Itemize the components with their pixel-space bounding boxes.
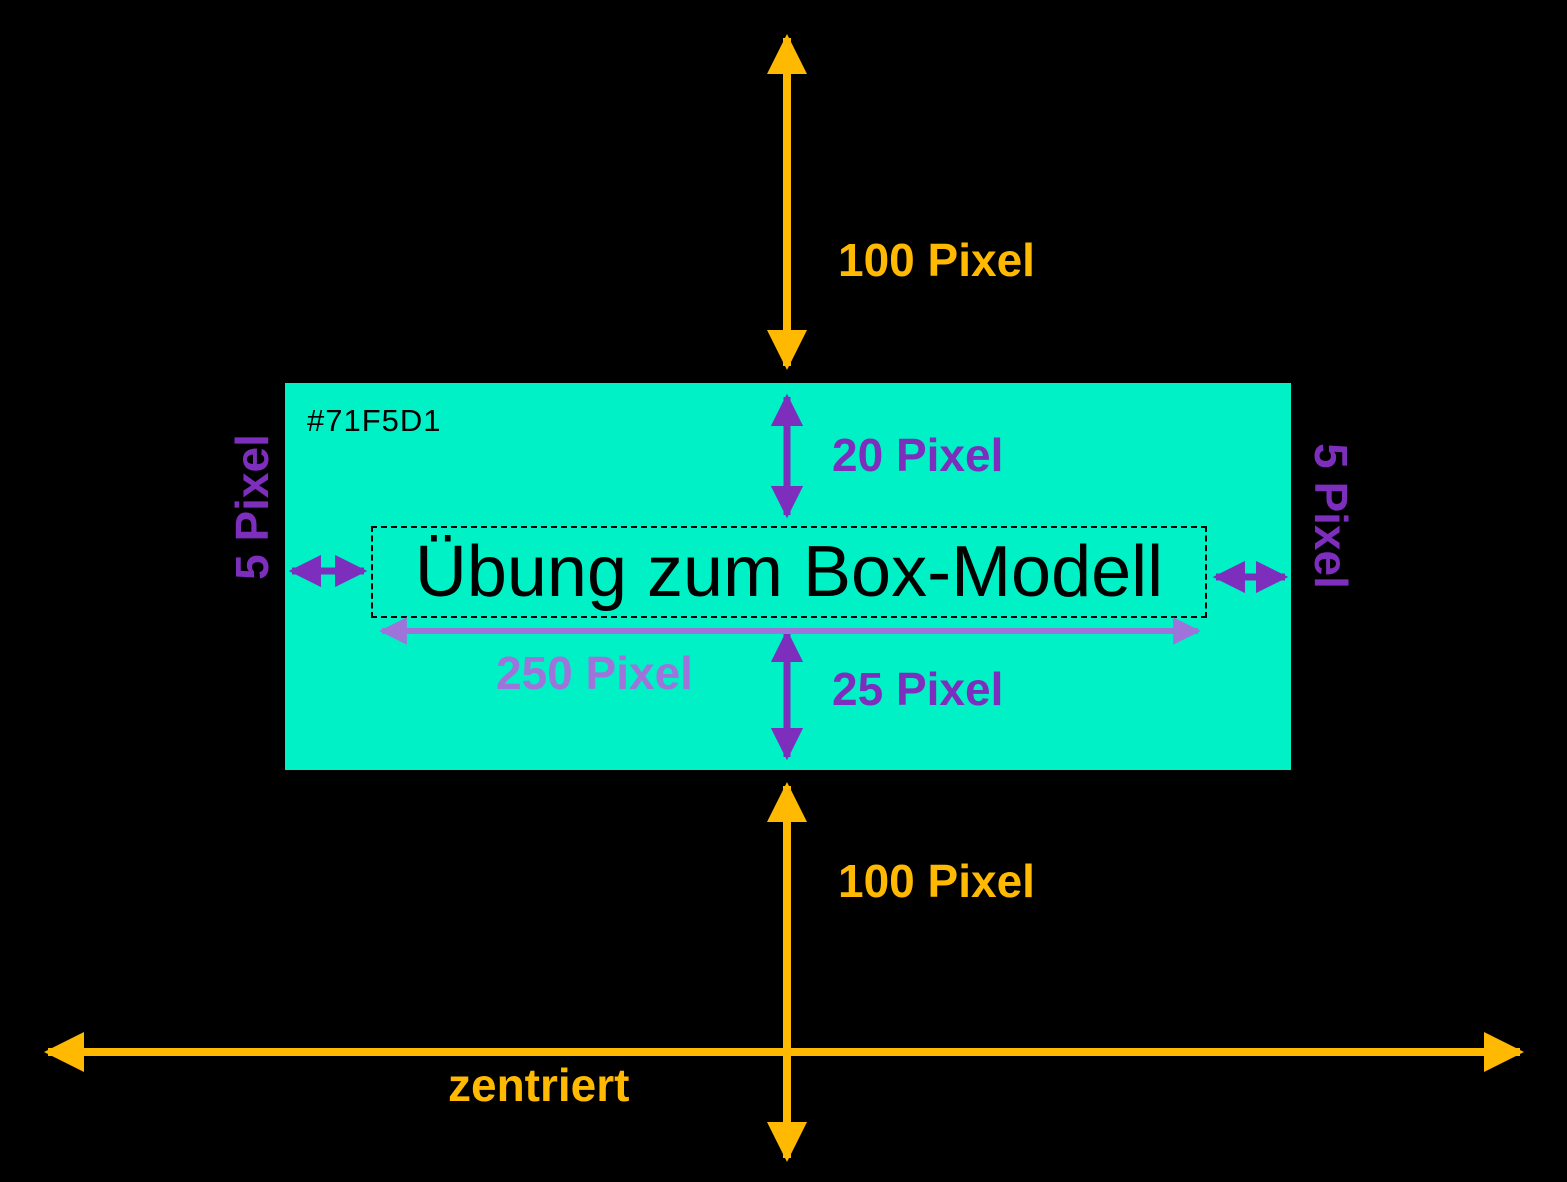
centered-label: zentriert	[448, 1059, 630, 1111]
padding-top-label: 20 Pixel	[832, 429, 1004, 481]
content-width-label: 250 Pixel	[496, 647, 693, 699]
box-color-label: #71F5D1	[307, 403, 442, 438]
content-box: Übung zum Box-Modell	[371, 526, 1207, 618]
margin-top-label: 100 Pixel	[838, 234, 1035, 286]
margin-bottom-label: 100 Pixel	[838, 855, 1035, 907]
padding-left-label: 5 Pixel	[226, 434, 278, 580]
padding-bottom-label: 25 Pixel	[832, 663, 1004, 715]
padding-right-label: 5 Pixel	[1305, 443, 1357, 589]
element-box: #71F5D1 Übung zum Box-Modell	[285, 383, 1291, 770]
content-text: Übung zum Box-Modell	[414, 532, 1164, 612]
